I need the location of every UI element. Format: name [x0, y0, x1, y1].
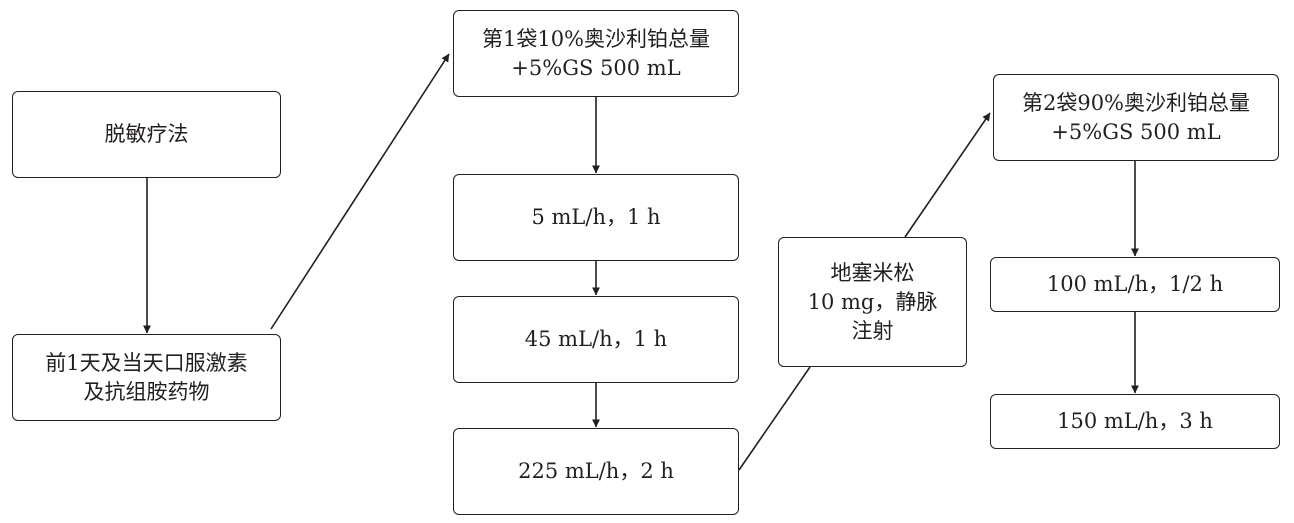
second-bag-line-2: +5%GS 500 mL: [1051, 119, 1221, 144]
premedication-box: 前1天及当天口服激素 及抗组胺药物: [12, 334, 281, 421]
first-bag-line-2: +5%GS 500 mL: [511, 55, 681, 80]
rate-150-label: 150 mL/h，3 h: [1057, 409, 1213, 433]
rate-225-label: 225 mL/h，2 h: [518, 459, 674, 483]
rate-100-label: 100 mL/h，1/2 h: [1046, 272, 1224, 296]
dexamethasone-line-1: 地塞米松: [830, 260, 915, 285]
dexamethasone-line-3: 注射: [851, 318, 894, 343]
rate-225-box: 225 mL/h，2 h: [453, 428, 739, 515]
dexamethasone-box: 地塞米松 10 mg，静脉 注射: [778, 237, 967, 367]
first-bag-box: 第1袋10%奥沙利铂总量 +5%GS 500 mL: [453, 10, 739, 97]
second-bag-line-1: 第2袋90%奥沙利铂总量: [1021, 90, 1251, 115]
premedication-line-1: 前1天及当天口服激素: [45, 350, 248, 375]
rate-5-label: 5 mL/h，1 h: [531, 205, 661, 229]
rate-150-box: 150 mL/h，3 h: [990, 394, 1280, 449]
premedication-line-2: 及抗组胺药物: [83, 379, 210, 404]
connector-rate-225-to-dexamethasone: [738, 366, 811, 471]
second-bag-box: 第2袋90%奥沙利铂总量 +5%GS 500 mL: [993, 74, 1279, 161]
rate-45-label: 45 mL/h，1 h: [524, 327, 668, 351]
arrow-dexamethasone-to-bag2: [904, 112, 991, 238]
rate-45-box: 45 mL/h，1 h: [453, 296, 739, 383]
dexamethasone-line-2: 10 mg，静脉: [807, 289, 938, 314]
rate-100-box: 100 mL/h，1/2 h: [990, 257, 1280, 312]
desensitization-therapy-box: 脱敏疗法: [12, 91, 281, 178]
desensitization-label: 脱敏疗法: [104, 122, 189, 146]
first-bag-line-1: 第1袋10%奥沙利铂总量: [481, 26, 711, 51]
arrow-premedication-to-bag1: [270, 53, 450, 330]
rate-5-box: 5 mL/h，1 h: [453, 174, 739, 261]
